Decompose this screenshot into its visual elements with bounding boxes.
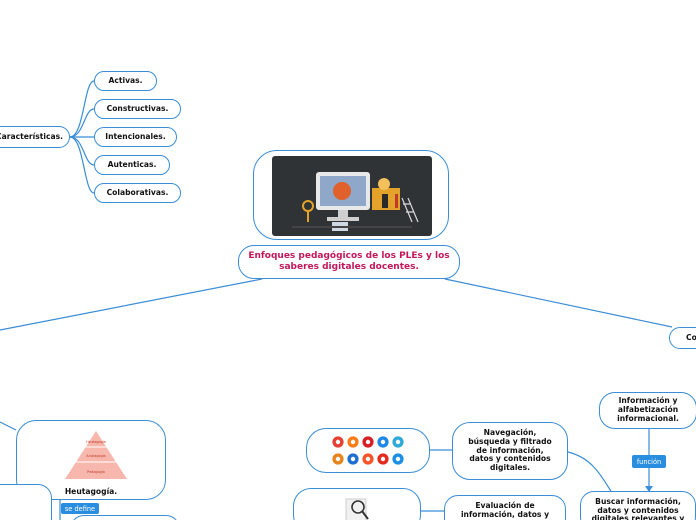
heutagogia-label: Heutagogía. (64, 487, 118, 496)
item-activas[interactable]: Activas. (94, 71, 157, 91)
brave-icon-center (365, 456, 371, 462)
item-intencionales-label: Intencionales. (105, 131, 166, 141)
maxthon-icon-center (350, 456, 356, 462)
mozilla-icon-center (335, 456, 341, 462)
informacion-label: Información y alfabetización informacion… (617, 396, 679, 423)
se-define-relation[interactable]: se define (61, 503, 99, 514)
edge-icon-center (395, 439, 401, 445)
pyramid-level-2: Andragogía (86, 454, 106, 458)
central-title: Enfoques pedagógicos de los PLEs y los s… (248, 250, 450, 272)
item-autenticas-label: Autenticas. (107, 159, 157, 169)
item-colaborativas-label: Colaborativas. (106, 187, 169, 197)
item-activas-label: Activas. (108, 75, 143, 85)
safari-icon-center (380, 439, 386, 445)
item-intencionales[interactable]: Intencionales. (94, 127, 177, 147)
evaluacion-image-node[interactable] (293, 488, 421, 520)
buscar-node[interactable]: Buscar información, datos y contenidos d… (580, 491, 696, 520)
magnifier-icon (345, 498, 369, 520)
firefox-icon-center (350, 439, 356, 445)
arrow-down-icon (645, 486, 653, 492)
left-lower-node[interactable] (0, 484, 52, 520)
item-constructivas[interactable]: Constructivas. (94, 99, 181, 119)
pyramid-level-3: Pedagogía (87, 470, 105, 474)
evaluacion-node[interactable]: Evaluación de información, datos y (444, 495, 566, 520)
right-branch-label: Co (686, 332, 696, 342)
caracteristicas-label: Características. (0, 131, 63, 141)
informacion-node[interactable]: Información y alfabetización informacion… (599, 392, 696, 429)
browser-icons (332, 436, 404, 465)
education-illustration (272, 156, 432, 236)
lower-sub-node[interactable] (70, 515, 180, 520)
buscar-label: Buscar información, datos y contenidos d… (591, 497, 685, 520)
central-title-node[interactable]: Enfoques pedagógicos de los PLEs y los s… (238, 245, 460, 279)
evaluacion-label: Evaluación de información, datos y (460, 501, 550, 519)
item-constructivas-label: Constructivas. (106, 103, 169, 113)
navegacion-label: Navegación, búsqueda y filtrado de infor… (468, 428, 552, 473)
central-image-node[interactable] (253, 150, 449, 240)
right-branch-node[interactable]: Co (669, 327, 696, 349)
yandex-icon-center (380, 456, 386, 462)
pyramid-image: Heutagogía Andragogía Pedagogía (65, 431, 127, 479)
opera-icon-center (365, 439, 371, 445)
browsers-image-node[interactable] (306, 428, 430, 473)
chrome-icon-center (335, 439, 341, 445)
caracteristicas-node[interactable]: Características. (0, 126, 70, 148)
pyramid-level-1: Heutagogía (86, 440, 106, 444)
item-autenticas[interactable]: Autenticas. (94, 155, 170, 175)
navegacion-node[interactable]: Navegación, búsqueda y filtrado de infor… (452, 422, 568, 480)
funcion-relation[interactable]: función (632, 455, 666, 468)
item-colaborativas[interactable]: Colaborativas. (94, 183, 181, 203)
ie-icon-center (395, 456, 401, 462)
